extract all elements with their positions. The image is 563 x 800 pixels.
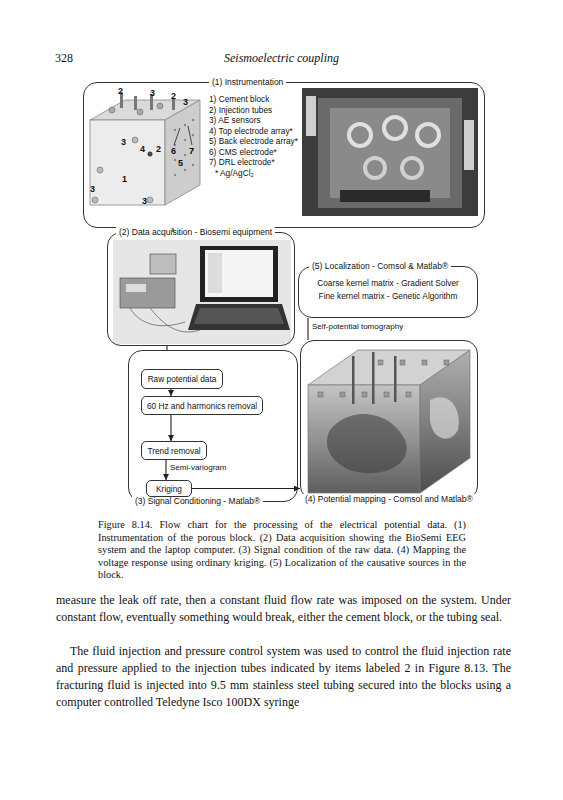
process-box: Kriging: [146, 480, 192, 497]
instrumented-block-photo: [302, 88, 478, 216]
node-text: Fine kernel matrix - Genetic Algorithm: [299, 291, 477, 301]
localization-panel: (5) Localization - Comsol & Matlab®Coars…: [298, 266, 478, 318]
callout-number: 3: [90, 184, 95, 194]
body-paragraph: The fluid injection and pressure control…: [56, 643, 511, 711]
edge-label: Semi-variogram: [170, 463, 226, 472]
connector: [170, 415, 171, 441]
callout-number: 4: [140, 144, 145, 154]
panel-heading: (2) Data acquisition - Biosemi equipment: [116, 227, 275, 238]
node-text: Kriging: [156, 484, 182, 494]
callout-number: 7: [189, 146, 194, 156]
callout-number: 2: [118, 86, 123, 96]
node-text: 3) AE sensors: [209, 115, 261, 125]
connector: [172, 228, 173, 232]
figure-caption: Figure 8.14. Flow chart for the processi…: [98, 519, 466, 582]
node-text: Raw potential data: [148, 374, 217, 384]
potential-map-cube: [308, 350, 470, 493]
body-paragraph: measure the leak off rate, then a consta…: [56, 592, 511, 626]
process-box: Trend removal: [141, 441, 207, 460]
connector: [192, 488, 300, 489]
node-text: 5) Back electrode array*: [209, 136, 298, 146]
callout-number: 6: [171, 146, 176, 156]
panel-heading: (1) Instrumentation: [209, 77, 286, 88]
node-text: 7) DRL electrode*: [209, 157, 275, 167]
node-text: 60 Hz and harmonics removal: [147, 401, 257, 411]
biosemi-equipment-photo: [113, 240, 291, 344]
acquisition-panel: (2) Data acquisition - Biosemi equipment: [107, 232, 295, 346]
node-text: 1) Cement block: [209, 94, 269, 104]
callout-number: 3: [150, 88, 155, 98]
callout-number: 3: [142, 196, 147, 206]
potential-mapping-panel: (4) Potential mapping - Comsol and Matla…: [300, 340, 478, 500]
panel-heading: (4) Potential mapping - Comsol and Matla…: [302, 494, 476, 505]
panel-heading: (5) Localization - Comsol & Matlab®: [309, 261, 451, 272]
node-text: * Ag/AgCl₂: [215, 168, 254, 178]
process-box: Raw potential data: [141, 369, 223, 389]
callout-number: 5: [178, 158, 183, 168]
node-text: Coarse kernel matrix - Gradient Solver: [299, 278, 477, 288]
connector: [165, 460, 166, 480]
node-text: Trend removal: [147, 446, 200, 456]
node-text: 2) Injection tubes: [209, 105, 272, 115]
node-text: 6) CMS electrode*: [209, 147, 277, 157]
panel-heading: (3) Signal Conditioning - Matlab®: [132, 496, 263, 507]
connector: [307, 318, 308, 340]
instrumentation-panel: (1) Instrumentation1) Cement block2) Inj…: [83, 82, 485, 228]
callout-number: 2: [171, 91, 176, 101]
signal-conditioning-panel: (3) Signal Conditioning - Matlab®Raw pot…: [128, 350, 298, 502]
process-box: 60 Hz and harmonics removal: [141, 396, 263, 415]
connector: [166, 346, 167, 350]
connector: [170, 389, 171, 396]
callout-number: 3: [121, 137, 126, 147]
node-text: 4) Top electrode array*: [209, 126, 293, 136]
page-number: 328: [55, 51, 73, 66]
callout-number: 3: [183, 97, 188, 107]
running-head: Seismoelectric coupling: [0, 51, 563, 66]
callout-number: 2: [156, 144, 161, 154]
edge-label: Self-potential tomography: [312, 322, 403, 331]
callout-number: 1: [122, 174, 127, 184]
cement-block-illustration: [90, 92, 200, 205]
